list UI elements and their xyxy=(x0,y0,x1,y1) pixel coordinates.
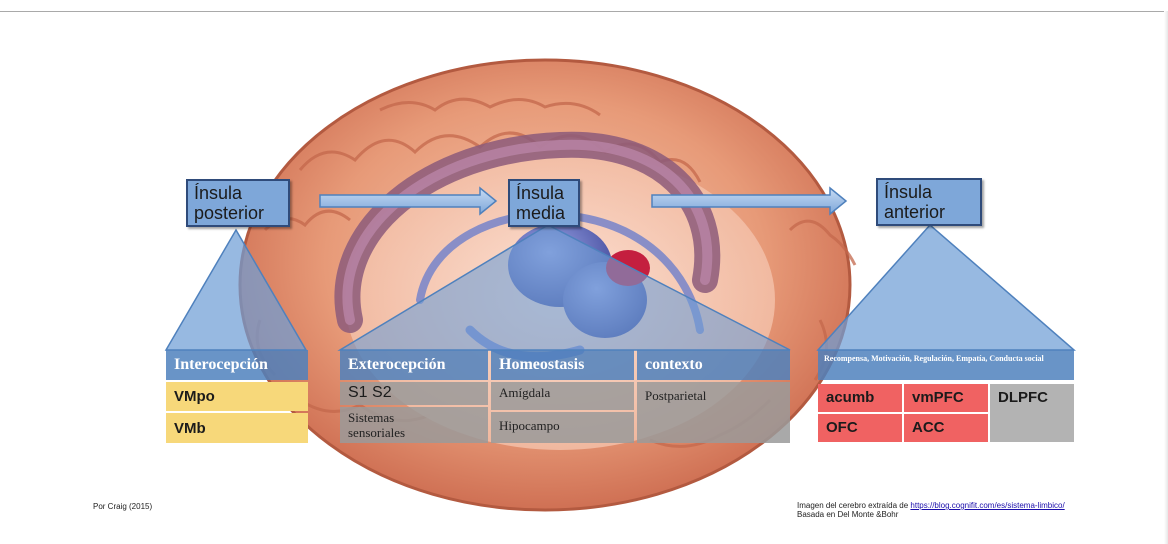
anterior-cell-acc: ACC xyxy=(904,414,988,442)
anterior-cell-vmpfc: vmPFC xyxy=(904,384,988,412)
triangle-anterior xyxy=(818,225,1074,350)
media-col1-row1: S1 S2 xyxy=(340,382,488,405)
stage-media-line1: Ínsula xyxy=(516,183,572,203)
media-col3-header: contexto xyxy=(637,350,790,380)
anterior-cell-acumb: acumb xyxy=(818,384,902,412)
stage-insula-posterior: Ínsula posterior xyxy=(186,179,290,227)
source-prefix: Imagen del cerebro extraída de xyxy=(797,501,910,510)
anterior-table-header: Recompensa, Motivación, Regulación, Empa… xyxy=(818,350,1074,380)
media-col2-row2: Hipocampo xyxy=(491,412,634,443)
image-source: Imagen del cerebro extraída de https://b… xyxy=(797,501,1065,519)
anterior-cell-ofc: OFC xyxy=(818,414,902,442)
credit-text: Por Craig (2015) xyxy=(93,502,152,511)
stage-insula-media: Ínsula media xyxy=(508,179,580,227)
anterior-cell-dlpfc: DLPFC xyxy=(990,384,1074,442)
source-link[interactable]: https://blog.cognifit.com/es/sistema-lim… xyxy=(910,501,1064,510)
stage-posterior-line1: Ínsula xyxy=(194,183,282,203)
stage-anterior-line1: Ínsula xyxy=(884,182,974,202)
media-col2-header: Homeostasis xyxy=(491,350,634,380)
stage-insula-anterior: Ínsula anterior xyxy=(876,178,982,226)
media-col3-row1: Postparietal xyxy=(637,382,790,443)
stage-anterior-line2: anterior xyxy=(884,202,974,222)
posterior-row-1: VMpo xyxy=(166,382,308,411)
stage-posterior-line2: posterior xyxy=(194,203,282,223)
media-col1-row2: Sistemas sensoriales xyxy=(340,407,488,443)
posterior-row-2: VMb xyxy=(166,413,308,443)
media-col2-row1: Amígdala xyxy=(491,382,634,410)
source-line2: Basada en Del Monte &Bohr xyxy=(797,510,898,519)
media-col1-header: Exterocepción xyxy=(340,350,488,380)
posterior-table-header: Interocepción xyxy=(166,350,308,380)
stage-media-line2: media xyxy=(516,203,572,223)
